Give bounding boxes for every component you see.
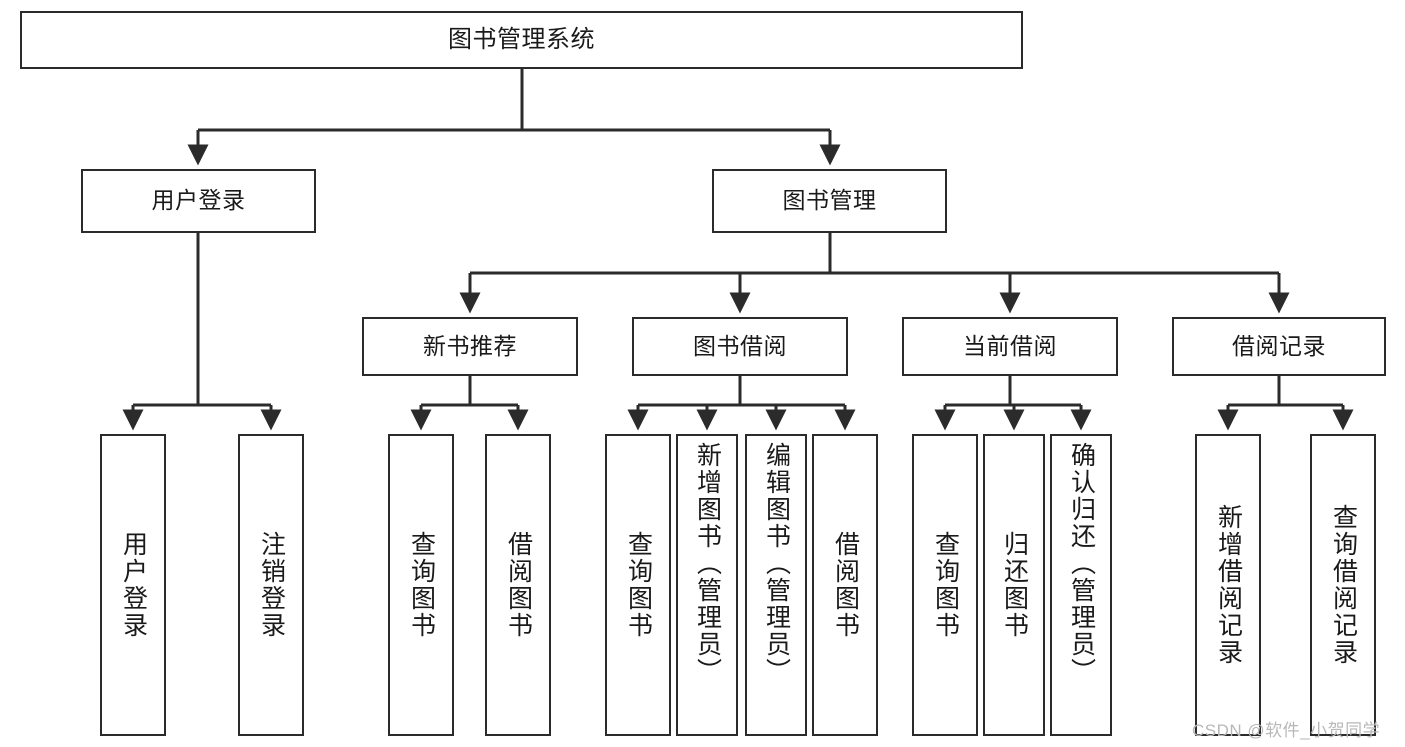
node-leaf-confirm-return-admin[interactable]: 确认归还（管理员） — [1050, 434, 1112, 736]
node-label: 图书管理系统 — [448, 25, 595, 53]
node-label: 当前借阅 — [963, 332, 1057, 359]
node-label: 借阅图书 — [504, 531, 533, 639]
node-new-book-recommend[interactable]: 新书推荐 — [362, 317, 578, 376]
node-label: 归还图书 — [1000, 531, 1029, 639]
node-leaf-edit-book-admin[interactable]: 编辑图书（管理员） — [745, 434, 807, 736]
node-current-borrow[interactable]: 当前借阅 — [902, 317, 1118, 376]
node-leaf-return-book[interactable]: 归还图书 — [983, 434, 1045, 736]
node-leaf-borrow-book-2[interactable]: 借阅图书 — [812, 434, 878, 736]
node-book-management[interactable]: 图书管理 — [712, 169, 947, 233]
node-label: 查询借阅记录 — [1329, 504, 1358, 666]
node-book-borrow[interactable]: 图书借阅 — [632, 317, 848, 376]
node-leaf-borrow-book-1[interactable]: 借阅图书 — [485, 434, 551, 736]
node-label: 借阅图书 — [831, 531, 860, 639]
node-label: 用户登录 — [151, 187, 246, 214]
node-leaf-add-book-admin[interactable]: 新增图书（管理员） — [676, 434, 738, 736]
node-leaf-user-login[interactable]: 用户登录 — [100, 434, 166, 736]
node-label: 新增图书（管理员） — [693, 442, 722, 685]
node-label: 注销登录 — [257, 531, 286, 639]
node-label: 新增借阅记录 — [1214, 504, 1243, 666]
node-system-root[interactable]: 图书管理系统 — [20, 11, 1023, 69]
node-leaf-query-book-3[interactable]: 查询图书 — [912, 434, 978, 736]
node-user-login[interactable]: 用户登录 — [81, 169, 316, 233]
node-leaf-query-borrow-record[interactable]: 查询借阅记录 — [1310, 434, 1376, 736]
node-leaf-query-book-1[interactable]: 查询图书 — [388, 434, 454, 736]
node-label: 查询图书 — [407, 531, 436, 639]
node-label: 图书管理 — [782, 187, 877, 214]
node-label: 编辑图书（管理员） — [762, 442, 791, 685]
node-label: 查询图书 — [931, 531, 960, 639]
node-label: 借阅记录 — [1232, 332, 1326, 359]
node-label: 确认归还（管理员） — [1067, 442, 1096, 685]
node-label: 查询图书 — [624, 531, 653, 639]
node-leaf-logout-login[interactable]: 注销登录 — [238, 434, 304, 736]
node-leaf-query-book-2[interactable]: 查询图书 — [605, 434, 671, 736]
node-borrow-record[interactable]: 借阅记录 — [1172, 317, 1386, 376]
node-label: 用户登录 — [119, 531, 148, 639]
node-leaf-add-borrow-record[interactable]: 新增借阅记录 — [1195, 434, 1261, 736]
node-label: 图书借阅 — [693, 332, 787, 359]
node-label: 新书推荐 — [423, 332, 517, 359]
